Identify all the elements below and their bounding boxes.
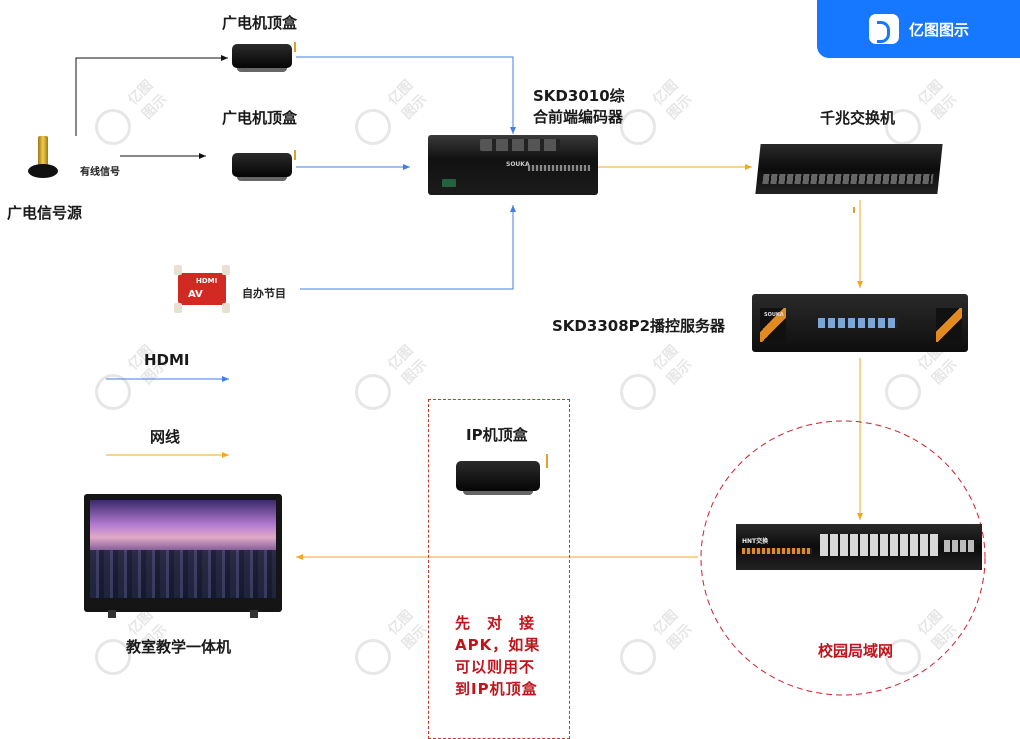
- gigabit-switch-icon: [755, 144, 943, 194]
- port-mark: [294, 42, 296, 52]
- set-top-box-icon: [232, 153, 292, 181]
- watermark: 亿图图示: [355, 607, 430, 685]
- watermark: 亿图图示: [620, 342, 695, 420]
- note-line-2: APK，如果: [455, 636, 541, 654]
- av-text: AV: [188, 289, 203, 300]
- encoder-label-line2: 合前端编码器: [533, 108, 624, 126]
- hdmi-text: HDMI: [196, 277, 218, 285]
- port-mark: [546, 454, 548, 468]
- legend-network-label: 网线: [150, 428, 181, 446]
- campus-lan-label: 校园局域网: [818, 642, 894, 660]
- server-label: SKD3308P2播控服务器: [552, 317, 726, 335]
- antenna-connector-icon: [26, 136, 62, 180]
- note-line-1: 先 对 接: [455, 614, 536, 632]
- watermark: 亿图图示: [95, 342, 170, 420]
- brand-badge[interactable]: 亿图图示: [817, 0, 1020, 58]
- self-program-label: 自办节目: [242, 287, 286, 300]
- ip-set-top-box-icon: [456, 461, 540, 495]
- brand-name: 亿图图示: [909, 21, 970, 39]
- watermark: 亿图图示: [355, 342, 430, 420]
- lan-switch-brand-text: HNT交换: [742, 538, 769, 545]
- stb-top-label: 广电机顶盒: [222, 14, 298, 32]
- note-line-3: 可以则用不: [455, 658, 536, 676]
- wired-signal-label: 有线信号: [80, 167, 120, 178]
- signal-line-top: [75, 55, 228, 136]
- server-device-icon: SOUKA: [752, 294, 968, 352]
- classroom-display-icon: [84, 494, 282, 618]
- watermark: 亿图图示: [885, 77, 960, 155]
- set-top-box-icon: [232, 44, 292, 72]
- watermark: 亿图图示: [885, 342, 960, 420]
- stb-mid-label: 广电机顶盒: [222, 109, 298, 127]
- av-hdmi-module-icon: HDMI AV: [174, 265, 230, 313]
- watermark: 亿图图示: [355, 77, 430, 155]
- encoder-device-icon: SOUKA: [428, 135, 598, 195]
- hdmi-line-stb-top: [296, 56, 516, 134]
- encoder-label-line1: SKD3010综: [533, 87, 625, 105]
- server-brand-text: SOUKA: [764, 312, 784, 318]
- port-mark: [294, 150, 296, 160]
- watermark: 亿图图示: [95, 607, 170, 685]
- watermark: 亿图图示: [95, 77, 170, 155]
- legend-hdmi-label: HDMI: [144, 351, 190, 369]
- encoder-brand-text: SOUKA: [506, 161, 530, 168]
- lan-switch-icon: HNT交换: [736, 524, 982, 570]
- watermark: 亿图图示: [885, 607, 960, 685]
- ip-stb-label: IP机顶盒: [466, 426, 528, 444]
- watermark: 亿图图示: [620, 77, 695, 155]
- edraw-logo-icon: [869, 14, 899, 44]
- watermark: 亿图图示: [620, 607, 695, 685]
- classroom-display-label: 教室教学一体机: [126, 638, 232, 656]
- signal-source-label: 广电信号源: [7, 204, 83, 222]
- gigabit-switch-label: 千兆交换机: [820, 109, 896, 127]
- campus-lan-boundary: [700, 420, 986, 696]
- note-line-4: 到IP机顶盒: [455, 680, 538, 698]
- port-mark: [853, 207, 855, 213]
- hdmi-line-self-program: [300, 205, 516, 290]
